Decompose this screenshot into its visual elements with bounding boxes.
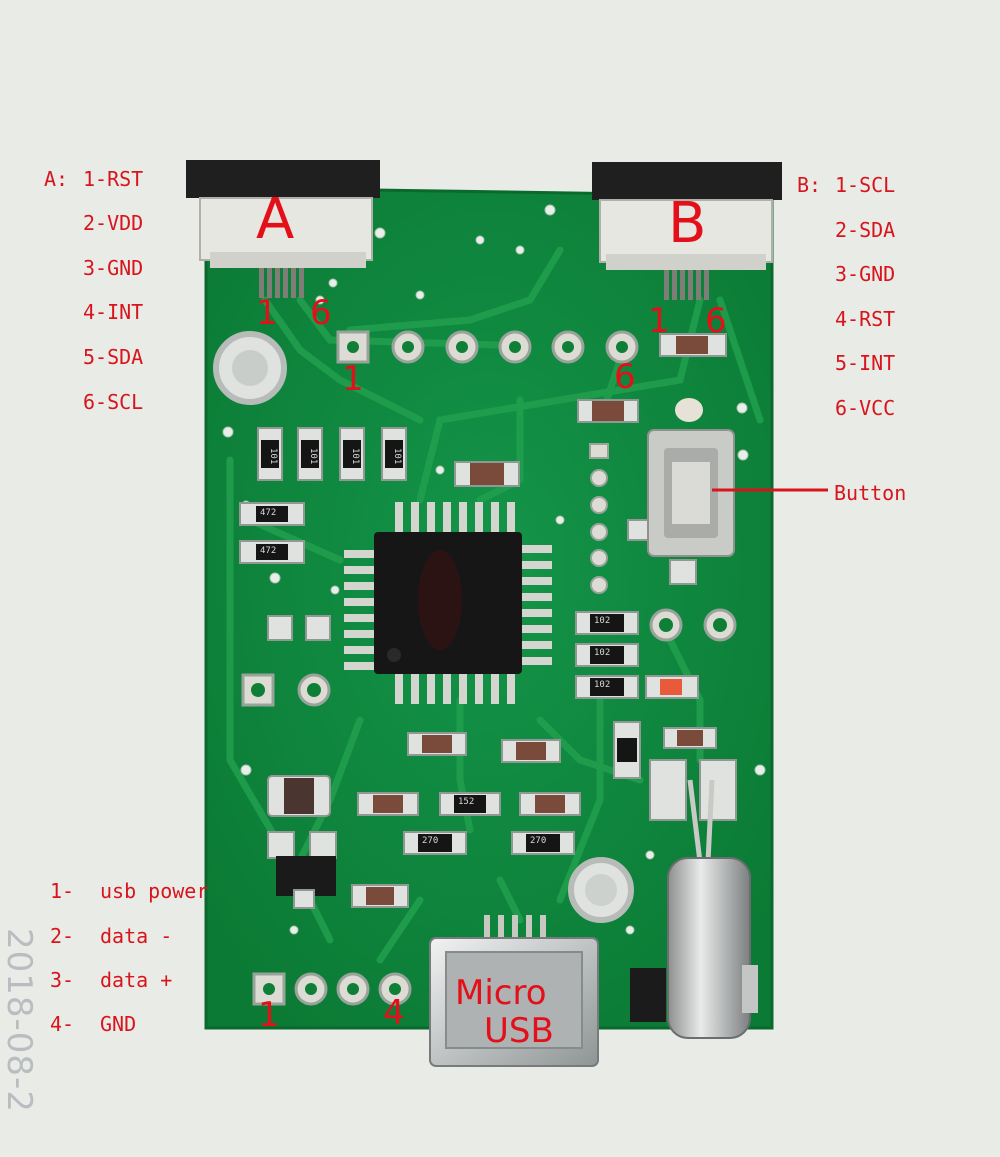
connector-a-pin-label: 5-SDA [83, 345, 144, 369]
connector-a-pin-label: 4-INT [83, 300, 144, 324]
resistor-marking: 101 [392, 448, 402, 465]
connector-b-pin-label: 5-INT [835, 351, 896, 375]
connector-b-letter: B [668, 191, 707, 256]
connector-b-pin-label: 4-RST [835, 307, 896, 331]
connector-b-pin-label: 2-SDA [835, 218, 896, 242]
resistor-marking: 270 [422, 836, 439, 846]
header-pin-first: 1 [342, 359, 364, 399]
connector-a-letter: A [256, 187, 295, 252]
usb-pin-number: 2- [50, 924, 75, 948]
microcontroller-chip [344, 502, 552, 704]
connector-a-heading: A: [44, 167, 69, 191]
micro-usb-connector [429, 915, 599, 1067]
usb-header-pin-last: 4 [383, 993, 405, 1033]
resistor-marking: 472 [260, 546, 277, 556]
header-pin-last: 6 [614, 357, 636, 397]
smd-part [630, 968, 666, 1022]
connector-a-pin-label: 3-GND [83, 256, 144, 280]
resistor-marking: 270 [530, 836, 547, 846]
usb-pin-name: data + [100, 968, 173, 992]
connector-a-pin-label: 2-VDD [83, 211, 144, 235]
connector-a-pin-last: 6 [310, 293, 332, 333]
usb-pin-number: 1- [50, 879, 75, 903]
connector-b-pin-label: 6-VCC [835, 396, 896, 420]
button-label: Button [834, 481, 907, 505]
connector-b-pin-label: 3-GND [835, 262, 896, 286]
usb-header-pin-first: 1 [258, 995, 280, 1035]
resistor-marking: 102 [594, 616, 611, 626]
resistor-marking: 101 [350, 448, 360, 465]
connector-b-pin-last: 6 [705, 301, 727, 341]
connector-a-pin-label: 6-SCL [83, 390, 144, 414]
resistors-top [257, 427, 407, 481]
tactile-button [647, 398, 735, 557]
resistor-marking: 102 [594, 648, 611, 658]
micro-usb-label-line1: Micro [455, 973, 547, 1013]
connector-a-pin-first: 1 [256, 293, 278, 333]
vertical-pads [589, 443, 609, 594]
usb-pin-name: GND [100, 1012, 137, 1036]
resistor-marking: 102 [594, 680, 611, 690]
usb-pin-number: 3- [50, 968, 75, 992]
connector-b-heading: B: [797, 173, 822, 197]
date-watermark: 2018-08-2 [0, 928, 39, 1113]
resistor-marking: 101 [268, 448, 278, 465]
connector-b-pin-first: 1 [648, 301, 670, 341]
connector-a-pin-label: 1-RST [83, 167, 144, 191]
usb-pin-name: usb power [100, 879, 209, 903]
resistor-marking: 152 [458, 797, 475, 807]
crystal-oscillator [667, 779, 758, 1039]
micro-usb-label-line2: USB [484, 1011, 554, 1051]
connector-b [592, 162, 782, 300]
smd-components [239, 333, 737, 909]
connector-b-pin-label: 1-SCL [835, 173, 896, 197]
usb-pin-number: 4- [50, 1012, 75, 1036]
usb-pin-name: data - [100, 924, 173, 948]
connector-a [186, 160, 380, 298]
resistor-marking: 101 [308, 448, 318, 465]
resistor-marking: 472 [260, 508, 277, 518]
